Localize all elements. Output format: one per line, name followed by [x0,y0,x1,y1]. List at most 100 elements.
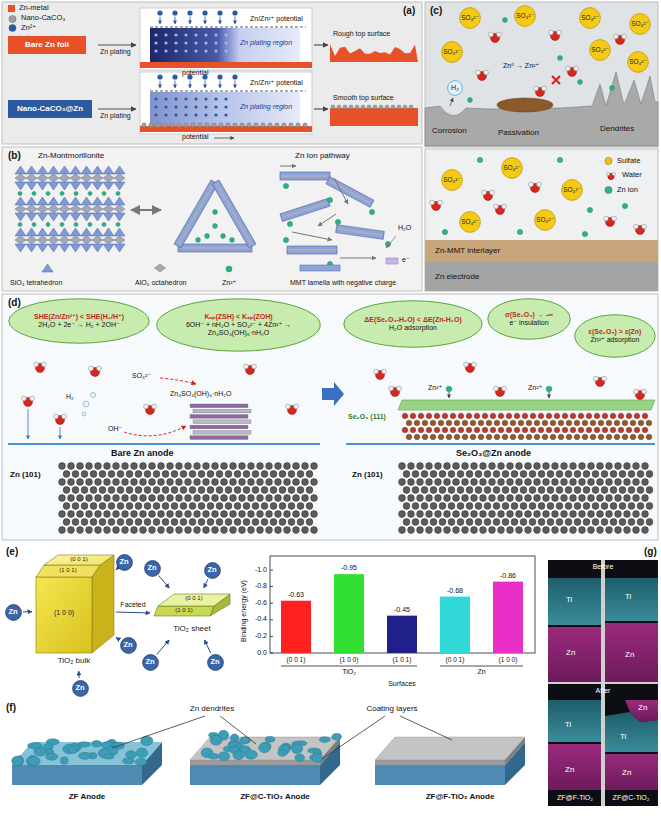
se2o3-atom [426,427,432,433]
se2o3-atom [418,413,424,419]
zn-ion-dot [287,221,292,226]
lattice-atom [583,487,590,494]
se2o3-atom [550,434,556,440]
deposited-ion [174,97,177,100]
nano-caco3 [233,123,237,127]
water-hydrogen [622,34,627,39]
lattice-atom [284,463,291,470]
figure-label: potential [182,133,208,141]
sio4-tetrahedron [92,197,103,205]
nano-caco3 [170,123,174,127]
legend-text: Nano-CaCO₃ [21,14,65,22]
lattice-atom [529,471,536,478]
se2o3-atom [426,413,432,419]
lattice-atom [171,519,178,526]
lattice-atom [77,511,84,518]
nano-caco3 [403,105,407,109]
zn-ion [187,10,192,15]
lattice-atom [176,479,183,486]
lattice-atom [435,479,442,486]
water-hydrogen [294,404,299,409]
alo6-octahedron [37,174,48,182]
se2o3-atom [594,413,600,419]
sio4-tetrahedron [70,213,81,221]
lattice-atom [221,463,228,470]
se2o3-atom [522,427,528,433]
se2o3-atom [638,420,644,426]
lattice-atom [552,511,559,518]
node-text: (1 0 1) [59,567,76,574]
water-hydrogen [30,396,35,401]
lattice-atom [430,471,437,478]
lattice-atom [81,503,88,510]
se2o3-atom [486,420,492,426]
lattice-atom [95,495,102,502]
zn-dendrite [210,735,222,745]
mmt-lamella [178,244,252,252]
se2o3-atom [406,420,412,426]
alo6-octahedron [26,205,37,213]
lattice-atom [619,487,626,494]
lattice-atom [507,479,514,486]
sio4-tetrahedron [59,182,70,190]
sio4-tetrahedron [48,228,59,236]
figure-label: Zn [566,648,575,657]
zn-ion [157,74,162,79]
legend-item: Sulfate [604,156,640,166]
alo6-octahedron [103,174,114,182]
lattice-atom [117,487,124,494]
lattice-atom [412,519,419,526]
lattice-atom [293,527,300,534]
lattice-atom [489,511,496,518]
lattice-atom [176,527,183,534]
se2o3-atom [562,427,568,433]
layer-band: Zn electrode [425,262,658,291]
deposited-ion [194,113,197,116]
lattice-atom [507,463,514,470]
lattice-atom [306,487,313,494]
water-hydrogen [476,70,481,75]
lattice-atom [239,495,246,502]
nano-caco3 [268,123,272,127]
lattice-atom [167,511,174,518]
deposited-ion [184,105,187,108]
lattice-atom [185,527,192,534]
se2o3-atom [594,427,600,433]
lattice-atom [302,495,309,502]
se2o3-atom [522,413,528,419]
mmt-lamella [280,198,330,221]
zn-ion-dot [74,192,78,196]
lattice-atom [158,463,165,470]
lattice-atom [552,479,559,486]
lattice-atom [77,495,84,502]
connector-arrow [116,568,118,570]
lattice-atom [194,479,201,486]
se2o3-atom [546,427,552,433]
node-circle [442,42,463,63]
ion-arrow [190,17,191,25]
sio4-tetrahedron [42,264,53,272]
figure-label: Zn [622,768,631,777]
water-hydrogen [252,364,257,369]
water-hydrogen [612,172,615,175]
sio4-tetrahedron [103,182,114,190]
plating-region [150,28,300,62]
panel-ground [2,2,422,144]
lattice-atom [275,479,282,486]
lattice-atom [403,471,410,478]
lattice-atom [624,495,631,502]
lattice-atom [261,503,268,510]
lattice-atom [646,519,653,526]
energy-bar [493,582,523,653]
se2o3-atom [530,427,536,433]
zn-ion-dot [610,86,615,91]
lattice-atom [561,479,568,486]
deposited-ion [224,41,227,44]
group-bracket [281,666,417,667]
panel-f [12,716,525,785]
lattice-atom [610,487,617,494]
water-hydrogen [54,414,59,419]
sio4-tetrahedron [114,166,125,174]
lattice-atom [642,527,649,534]
lattice-atom [153,487,160,494]
